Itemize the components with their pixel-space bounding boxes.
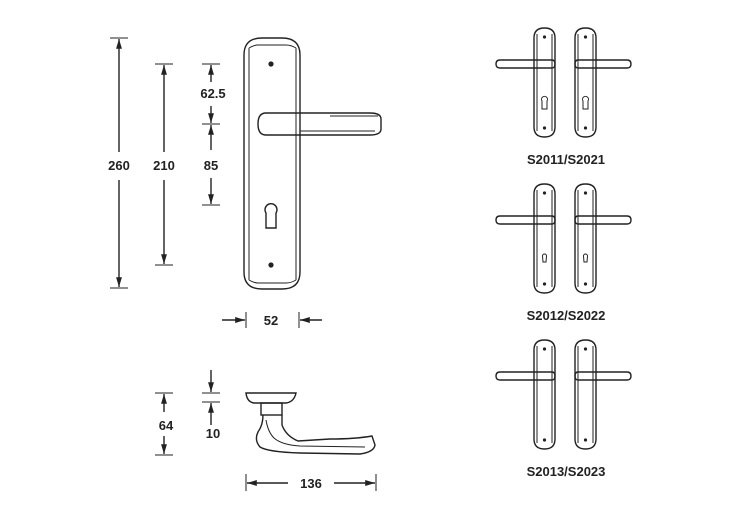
screw-hole-icon	[583, 347, 588, 351]
screw-hole-icon	[583, 438, 588, 442]
variant-1: S2011/S2021	[495, 27, 632, 167]
backplate-right	[574, 27, 632, 138]
variant-label: S2011/S2021	[527, 152, 605, 167]
backplate-right	[574, 183, 632, 294]
lever-handle	[257, 112, 382, 136]
dimension-64: 64	[155, 392, 174, 456]
lever-handle	[574, 59, 632, 69]
dimension-62-5: 62.5	[200, 63, 226, 125]
dimension-label: 62.5	[200, 86, 225, 101]
backplate-left	[495, 27, 556, 138]
dimension-52: 52	[222, 312, 322, 328]
screw-hole-icon	[542, 438, 547, 442]
dimension-label: 10	[206, 426, 220, 441]
dimension-260: 260	[108, 37, 130, 289]
screw-hole-icon	[583, 282, 588, 286]
screw-hole-icon	[542, 191, 547, 195]
keyhole-icon	[582, 95, 589, 110]
screw-hole-icon	[268, 262, 274, 268]
dimension-label: 210	[153, 158, 175, 173]
screw-hole-icon	[583, 35, 588, 39]
dimension-label: 260	[108, 158, 130, 173]
keyhole-icon	[541, 253, 548, 263]
screw-hole-icon	[542, 126, 547, 130]
variant-2: S2012/S2022	[495, 183, 632, 323]
lever-handle	[495, 59, 556, 69]
dimension-10: 10	[202, 370, 220, 441]
dimension-label: 85	[204, 158, 218, 173]
keyhole-icon	[541, 95, 548, 110]
screw-hole-icon	[583, 191, 588, 195]
keyhole-icon	[264, 203, 278, 229]
lever-handle	[574, 215, 632, 225]
backplate-left	[495, 183, 556, 294]
backplate-front-view	[243, 37, 382, 290]
dimension-136: 136	[245, 474, 377, 491]
backplate-right	[574, 339, 632, 450]
variant-label: S2012/S2022	[527, 308, 606, 323]
screw-hole-icon	[583, 126, 588, 130]
dimension-label: 136	[300, 476, 322, 491]
dimension-85: 85	[202, 125, 220, 206]
keyhole-icon	[582, 253, 589, 263]
variant-label: S2013/S2023	[527, 464, 606, 479]
lever-handle	[574, 371, 632, 381]
lever-handle	[495, 371, 556, 381]
screw-hole-icon	[542, 282, 547, 286]
dimension-label: 52	[264, 313, 278, 328]
dimension-210: 210	[153, 63, 175, 266]
variant-3: S2013/S2023	[495, 339, 632, 479]
lever-handle	[495, 215, 556, 225]
lever-side-view	[245, 392, 376, 455]
screw-hole-icon	[268, 61, 274, 67]
backplate-left	[495, 339, 556, 450]
screw-hole-icon	[542, 35, 547, 39]
screw-hole-icon	[542, 347, 547, 351]
dimension-label: 64	[159, 418, 174, 433]
